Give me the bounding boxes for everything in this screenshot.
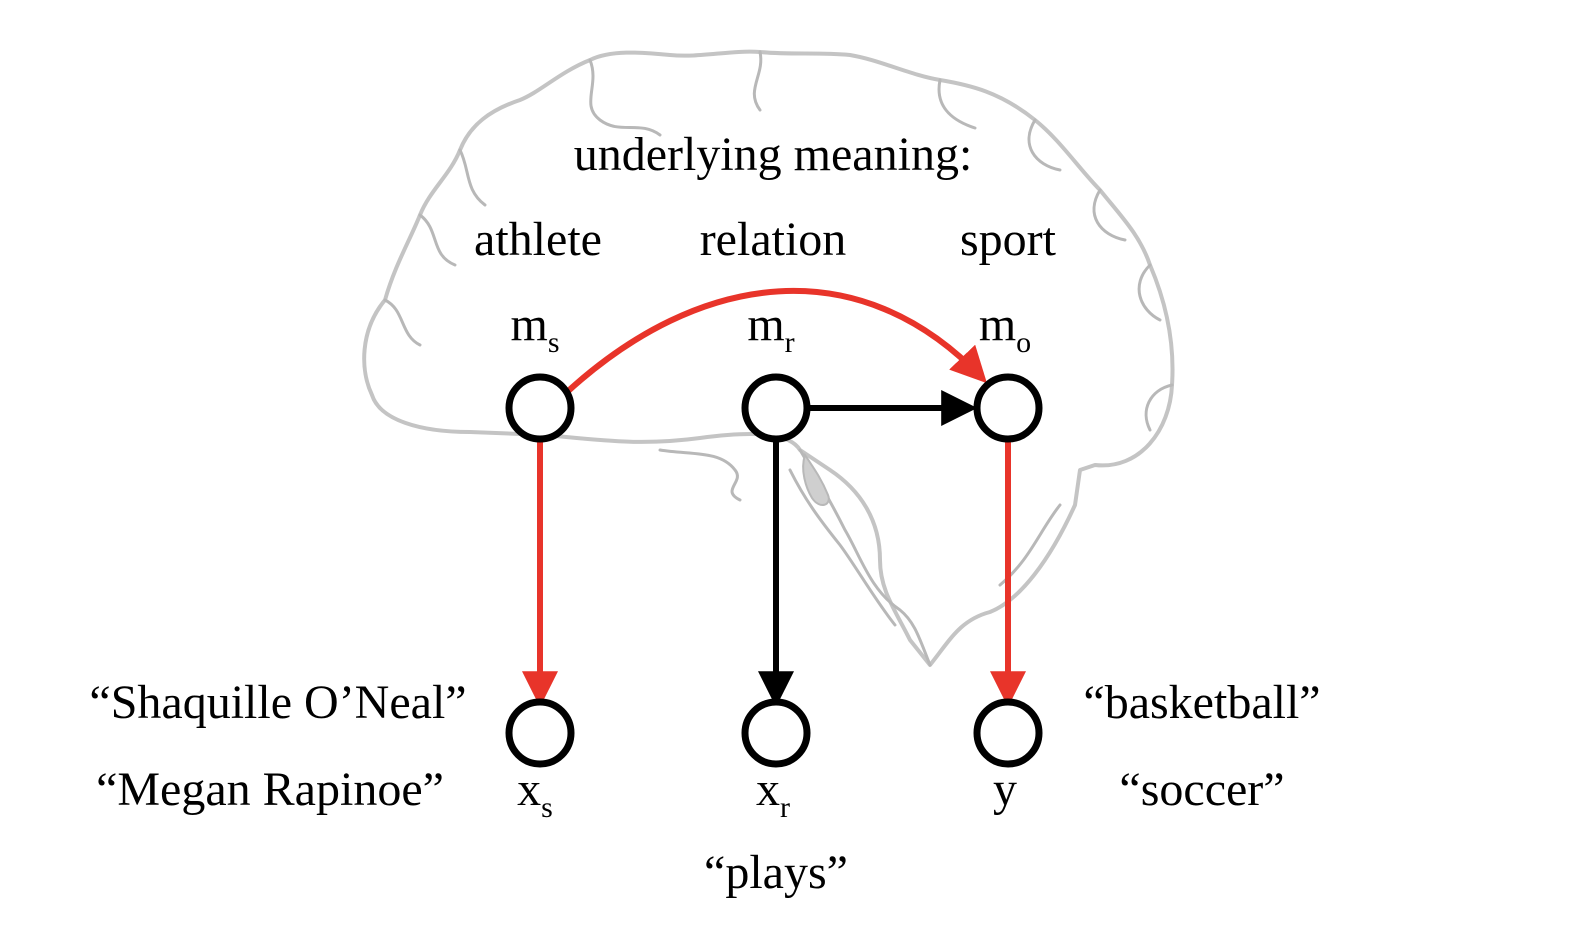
node-xr xyxy=(741,698,811,768)
node-label-xs: xs xyxy=(517,763,553,824)
node-mo xyxy=(973,373,1043,443)
column-label-sport: sport xyxy=(960,213,1057,266)
node-xs xyxy=(505,698,575,768)
example-athlete-2: “Megan Rapinoe” xyxy=(96,763,444,816)
edge-ms-to-mo xyxy=(563,287,987,396)
example-athlete-1: “Shaquille O’Neal” xyxy=(89,676,466,729)
node-label-mo: mo xyxy=(979,298,1031,359)
column-label-relation: relation xyxy=(700,213,847,266)
brain-outline-icon xyxy=(362,49,1175,667)
example-sport-1: “basketball” xyxy=(1083,676,1320,729)
node-y xyxy=(973,698,1043,768)
column-label-athlete: athlete xyxy=(474,213,602,266)
heading-underlying-meaning: underlying meaning: xyxy=(574,128,973,181)
node-label-mr: mr xyxy=(747,298,794,359)
example-sport-2: “soccer” xyxy=(1119,763,1284,816)
node-label-y: y xyxy=(993,763,1017,816)
node-mr xyxy=(741,373,811,443)
node-label-ms: ms xyxy=(510,298,559,359)
node-label-xr: xr xyxy=(756,763,790,824)
node-ms xyxy=(505,373,575,443)
example-relation: “plays” xyxy=(704,846,848,899)
